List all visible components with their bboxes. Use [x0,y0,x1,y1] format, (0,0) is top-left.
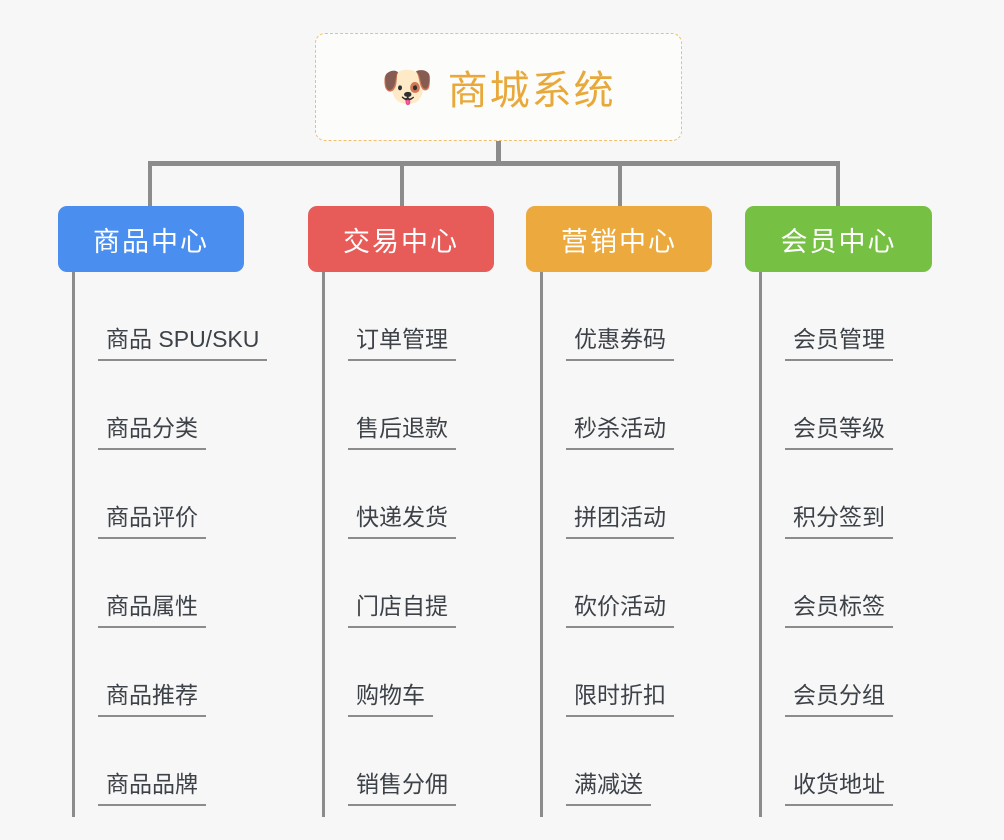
leaf-label: 商品评价 [98,498,206,539]
leaf-label: 购物车 [348,676,433,717]
root-node[interactable]: 🐶 商城系统 [315,33,682,141]
branch-column-3: 营销中心 优惠券码 秒杀活动 拼团活动 砍价活动 限时折扣 满减送 [526,206,712,817]
list-item[interactable]: 商品品牌 [72,717,244,806]
spine-3 [540,272,543,817]
leaf-label: 订单管理 [348,320,456,361]
category-label-1: 商品中心 [93,226,209,257]
category-box-1[interactable]: 商品中心 [58,206,244,272]
list-item[interactable]: 拼团活动 [540,450,712,539]
branch-column-4: 会员中心 会员管理 会员等级 积分签到 会员标签 会员分组 收货地址 [745,206,932,817]
leaf-label: 会员分组 [785,676,893,717]
connector-drop-4 [836,161,840,208]
leaf-label: 商品分类 [98,409,206,450]
leaf-label: 门店自提 [348,587,456,628]
leaf-label: 拼团活动 [566,498,674,539]
list-item[interactable]: 会员分组 [759,628,932,717]
leaf-list-3: 优惠券码 秒杀活动 拼团活动 砍价活动 限时折扣 满减送 [526,272,712,817]
list-item[interactable]: 积分签到 [759,450,932,539]
list-item[interactable]: 会员等级 [759,361,932,450]
list-item[interactable]: 商品推荐 [72,628,244,717]
list-item[interactable]: 售后退款 [322,361,494,450]
category-label-2: 交易中心 [343,226,459,257]
list-item[interactable]: 快递发货 [322,450,494,539]
list-item[interactable]: 商品属性 [72,539,244,628]
list-item[interactable]: 满减送 [540,717,712,806]
list-item[interactable]: 销售分佣 [322,717,494,806]
connector-drop-1 [148,161,152,208]
leaf-label: 商品属性 [98,587,206,628]
leaf-label: 优惠券码 [566,320,674,361]
list-item[interactable]: 商品分类 [72,361,244,450]
leaf-label: 收货地址 [785,765,893,806]
leaf-label: 秒杀活动 [566,409,674,450]
leaf-label: 会员等级 [785,409,893,450]
dog-face-icon: 🐶 [381,63,434,110]
list-item[interactable]: 限时折扣 [540,628,712,717]
spine-1 [72,272,75,817]
leaf-list-2: 订单管理 售后退款 快递发货 门店自提 购物车 销售分佣 [308,272,494,817]
list-item[interactable]: 优惠券码 [540,272,712,361]
leaf-label: 砍价活动 [566,587,674,628]
connector-root-stem [496,141,501,165]
leaf-label: 限时折扣 [566,676,674,717]
connector-bus-bar [148,161,840,166]
root-title: 商城系统 [447,69,616,113]
list-item[interactable]: 购物车 [322,628,494,717]
spine-2 [322,272,325,817]
list-item[interactable]: 订单管理 [322,272,494,361]
leaf-label: 商品品牌 [98,765,206,806]
leaf-label: 快递发货 [348,498,456,539]
branch-column-1: 商品中心 商品 SPU/SKU 商品分类 商品评价 商品属性 商品推荐 商品品牌 [58,206,268,817]
list-item[interactable]: 秒杀活动 [540,361,712,450]
leaf-list-1: 商品 SPU/SKU 商品分类 商品评价 商品属性 商品推荐 商品品牌 [58,272,268,817]
branch-column-2: 交易中心 订单管理 售后退款 快递发货 门店自提 购物车 销售分佣 [308,206,494,817]
list-item[interactable]: 会员标签 [759,539,932,628]
leaf-label: 满减送 [566,765,651,806]
leaf-label: 会员标签 [785,587,893,628]
leaf-label: 商品 SPU/SKU [98,320,268,361]
spine-4 [759,272,762,817]
list-item[interactable]: 门店自提 [322,539,494,628]
list-item[interactable]: 商品 SPU/SKU [72,272,268,361]
connector-drop-3 [618,161,622,208]
list-item[interactable]: 砍价活动 [540,539,712,628]
leaf-label: 积分签到 [785,498,893,539]
connector-drop-2 [400,161,404,208]
category-box-4[interactable]: 会员中心 [745,206,932,272]
category-label-3: 营销中心 [561,226,677,257]
category-box-2[interactable]: 交易中心 [308,206,494,272]
category-label-4: 会员中心 [780,226,897,257]
leaf-list-4: 会员管理 会员等级 积分签到 会员标签 会员分组 收货地址 [745,272,932,817]
leaf-label: 商品推荐 [98,676,206,717]
leaf-label: 销售分佣 [348,765,456,806]
category-box-3[interactable]: 营销中心 [526,206,712,272]
list-item[interactable]: 收货地址 [759,717,932,806]
leaf-label: 售后退款 [348,409,456,450]
leaf-label: 会员管理 [785,320,893,361]
list-item[interactable]: 商品评价 [72,450,244,539]
list-item[interactable]: 会员管理 [759,272,932,361]
